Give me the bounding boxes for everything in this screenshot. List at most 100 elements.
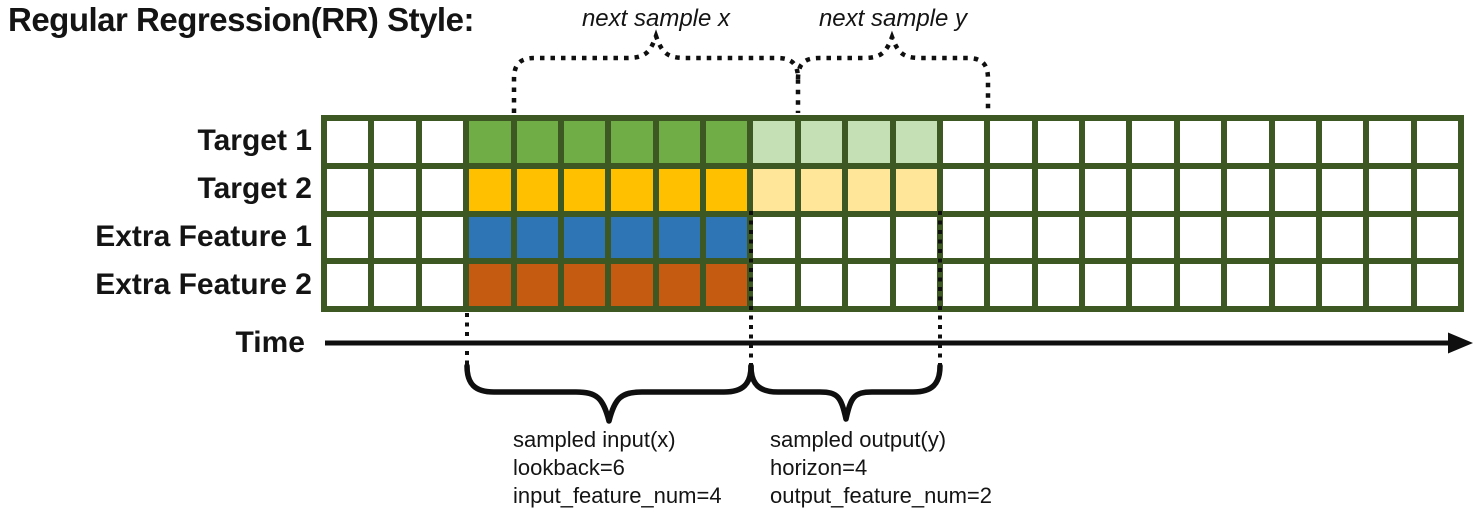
timeseries-cell-grid (321, 115, 1464, 312)
grid-cell (516, 216, 558, 259)
grid-cell (1321, 216, 1364, 259)
grid-cell (706, 121, 748, 163)
grid-cell (469, 121, 511, 163)
grid-cell (942, 216, 985, 259)
grid-cell (1369, 121, 1411, 163)
grid-cell (516, 168, 558, 211)
grid-cell (1179, 168, 1222, 211)
input-feature-num-value: input_feature_num=4 (513, 483, 722, 508)
grid-cell (895, 264, 937, 306)
grid-cell (327, 168, 369, 211)
grid-cell (374, 121, 416, 163)
grid-cell (1132, 216, 1174, 259)
grid-cell (1274, 121, 1316, 163)
next-sample-x-label: next sample x (581, 5, 731, 32)
page-title: Regular Regression(RR) Style: (8, 1, 474, 38)
grid-cell (1085, 168, 1127, 211)
grid-cell (658, 121, 700, 163)
grid-cell (1037, 168, 1079, 211)
next-sample-y-dotted-brace (795, 30, 991, 113)
grid-cell (1179, 121, 1222, 163)
grid-cell (327, 216, 369, 259)
grid-cell (469, 216, 511, 259)
grid-cell (895, 168, 937, 211)
grid-cell (706, 168, 748, 211)
grid-cell (706, 264, 748, 306)
grid-cell (942, 121, 985, 163)
row-label-target-1: Target 1 (197, 124, 312, 157)
grid-cell (800, 264, 843, 306)
horizon-value: horizon=4 (770, 455, 868, 480)
grid-cell (563, 121, 606, 163)
grid-cell (1037, 121, 1079, 163)
grid-cell (942, 168, 985, 211)
grid-cell (1416, 216, 1458, 259)
sampled-output-brace (748, 363, 943, 422)
grid-cell (421, 121, 464, 163)
grid-cell (1132, 264, 1174, 306)
grid-cell (1369, 264, 1411, 306)
grid-cell (1227, 121, 1269, 163)
grid-cell (895, 216, 937, 259)
sampled-output-title: sampled output(y) (770, 427, 947, 452)
time-axis-label: Time (235, 326, 305, 359)
grid-cell (1321, 168, 1364, 211)
grid-cell (848, 216, 890, 259)
grid-cell (1416, 121, 1458, 163)
grid-cell (1416, 264, 1458, 306)
sampled-input-brace (464, 363, 754, 424)
grid-cell (753, 121, 795, 163)
grid-cell (848, 168, 890, 211)
grid-cell (990, 264, 1032, 306)
grid-cell (611, 264, 653, 306)
grid-cell (469, 168, 511, 211)
grid-cell (1369, 216, 1411, 259)
output-feature-num-value: output_feature_num=2 (770, 483, 993, 508)
grid-cell (1037, 216, 1079, 259)
grid-cell (1179, 216, 1222, 259)
lookback-value: lookback=6 (513, 455, 625, 480)
grid-cell (706, 216, 748, 259)
grid-cell (990, 216, 1032, 259)
grid-cell (374, 264, 416, 306)
grid-cell (990, 121, 1032, 163)
grid-cell (800, 168, 843, 211)
grid-cell (327, 264, 369, 306)
grid-cell (848, 121, 890, 163)
grid-cell (516, 121, 558, 163)
grid-cell (1321, 264, 1364, 306)
grid-cell (942, 264, 985, 306)
grid-cell (800, 121, 843, 163)
grid-cell (1037, 264, 1079, 306)
row-label-extra-feature-1: Extra Feature 1 (95, 220, 312, 253)
sampled-output-annotation: sampled output(y) horizon=4 output_featu… (770, 426, 992, 510)
grid-cell (1085, 216, 1127, 259)
grid-cell (421, 216, 464, 259)
grid-cell (658, 264, 700, 306)
grid-cell (611, 121, 653, 163)
grid-cell (1369, 168, 1411, 211)
grid-cell (1227, 168, 1269, 211)
grid-cell (374, 168, 416, 211)
grid-cell (1227, 264, 1269, 306)
grid-cell (895, 121, 937, 163)
grid-cell (1132, 121, 1174, 163)
grid-cell (1085, 121, 1127, 163)
grid-cell (563, 264, 606, 306)
next-sample-x-dotted-brace (511, 29, 801, 113)
grid-cell (563, 216, 606, 259)
grid-cell (1274, 216, 1316, 259)
grid-cell (1085, 264, 1127, 306)
grid-cell (1227, 216, 1269, 259)
grid-cell (421, 168, 464, 211)
grid-cell (1274, 168, 1316, 211)
grid-cell (516, 264, 558, 306)
grid-cell (1179, 264, 1222, 306)
grid-cell (1132, 168, 1174, 211)
grid-cell (469, 264, 511, 306)
grid-cell (611, 168, 653, 211)
sampled-input-annotation: sampled input(x) lookback=6 input_featur… (513, 426, 722, 510)
row-label-extra-feature-2: Extra Feature 2 (95, 268, 312, 301)
grid-cell (753, 216, 795, 259)
